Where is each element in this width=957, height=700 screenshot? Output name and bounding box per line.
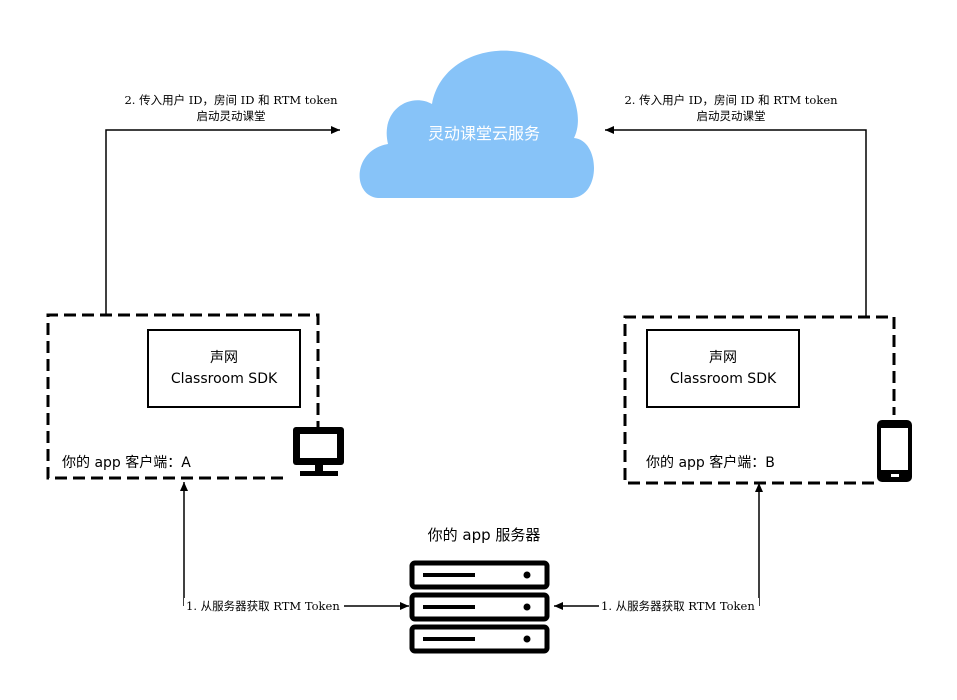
sdk-a-subtitle: Classroom SDK xyxy=(171,371,278,387)
cloud-service: 灵动课堂云服务 xyxy=(359,50,594,198)
token-a-label: 1. 从服务器获取 RTM Token xyxy=(186,599,340,613)
arrow-client-b-to-cloud: 2. 传入用户 ID，房间 ID 和 RTM token 启动灵动课堂 xyxy=(605,93,867,317)
token-b-label: 1. 从服务器获取 RTM Token xyxy=(601,599,755,613)
arrow-token-b: 1. 从服务器获取 RTM Token xyxy=(554,483,763,614)
client-b: 声网 Classroom SDK 你的 app 客户端：B xyxy=(623,315,912,485)
server-rack-icon xyxy=(409,560,550,654)
monitor-icon xyxy=(293,427,344,476)
sdk-a-title: 声网 xyxy=(210,350,238,366)
sdk-box-b xyxy=(646,329,800,408)
arrow-b-label-line2: 启动灵动课堂 xyxy=(697,109,766,123)
client-a-caption: 你的 app 客户端：A xyxy=(62,454,191,471)
cloud-shape xyxy=(359,50,594,198)
client-b-caption: 你的 app 客户端：B xyxy=(646,454,775,471)
arrow-a-label-line1: 2. 传入用户 ID，房间 ID 和 RTM token xyxy=(124,93,338,107)
client-b-boundary xyxy=(623,315,896,485)
server-label: 你的 app 服务器 xyxy=(428,526,541,544)
app-server: 你的 app 服务器 xyxy=(409,526,550,654)
arrow-token-a: 1. 从服务器获取 RTM Token xyxy=(180,482,409,614)
client-a-boundary xyxy=(46,313,320,480)
cloud-label: 灵动课堂云服务 xyxy=(428,124,540,143)
arrow-b-label-line1: 2. 传入用户 ID，房间 ID 和 RTM token xyxy=(624,93,838,107)
sdk-box-a xyxy=(147,329,301,408)
sdk-b-title: 声网 xyxy=(709,350,737,366)
arrow-client-a-to-cloud: 2. 传入用户 ID，房间 ID 和 RTM token 启动灵动课堂 xyxy=(105,93,340,315)
phone-icon xyxy=(877,420,912,482)
sdk-b-subtitle: Classroom SDK xyxy=(670,371,777,387)
client-a: 声网 Classroom SDK 你的 app 客户端：A xyxy=(46,313,344,480)
arrow-a-label-line2: 启动灵动课堂 xyxy=(197,109,266,123)
